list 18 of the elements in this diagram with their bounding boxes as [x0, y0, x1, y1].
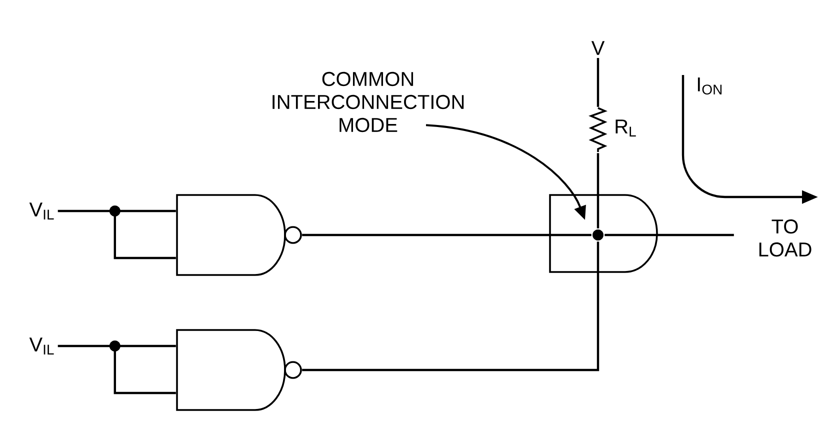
voltage-label: V$_{IL}$ [29, 338, 54, 354]
voltage-label: V$_{IL}$ [29, 202, 54, 220]
output-label: TO LOAD [759, 219, 812, 257]
and-gate [549, 194, 658, 273]
wire [596, 153, 600, 228]
callout-text: COMMON INTERCONNECTION MODE [272, 72, 464, 132]
resistor: R$_{L}$ [588, 107, 636, 152]
voltage-label: V [591, 41, 605, 55]
junction-dot [592, 230, 604, 240]
nand-gate [176, 194, 302, 276]
current-label: I$_{ON}$ [698, 78, 722, 94]
wire [56, 340, 177, 394]
nand-gate [176, 329, 302, 411]
wire [604, 234, 734, 236]
wire [302, 234, 592, 236]
wire [302, 242, 600, 372]
wire [596, 58, 600, 107]
wire [56, 206, 177, 260]
